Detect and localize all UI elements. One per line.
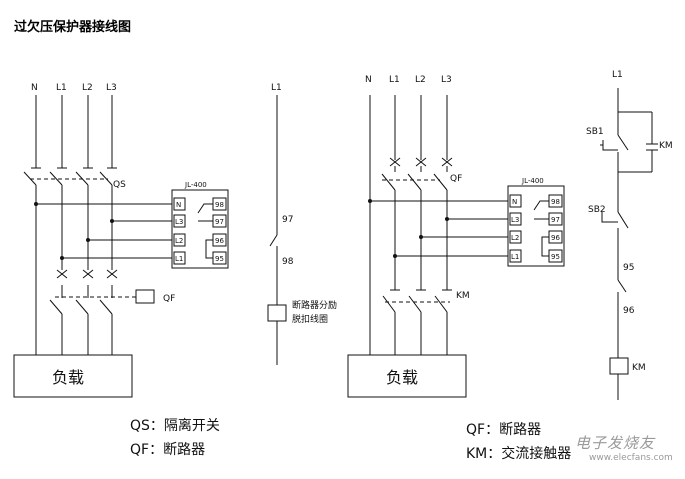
right-load-label: 负载 <box>386 368 418 387</box>
far-line-l1: L1 <box>612 70 623 80</box>
left-relay-out-98: 98 <box>215 201 224 209</box>
right-line-l1: L1 <box>389 75 400 85</box>
left-qf-coil-label: QF <box>163 294 175 304</box>
right-legend-qf: QF：断路器 <box>466 422 541 438</box>
right-line-n: N <box>365 75 372 85</box>
right-km-label: KM <box>456 291 470 301</box>
left-qs-label: QS <box>113 180 126 190</box>
far-km-contact-label: KM <box>659 141 673 151</box>
right-line-l3: L3 <box>441 75 452 85</box>
left-line-l3: L3 <box>106 83 117 93</box>
right-legend-km: KM：交流接触器 <box>466 445 571 462</box>
left-relay-title: JL-400 <box>184 181 207 189</box>
right-relay-title: JL-400 <box>521 177 544 185</box>
left-legend-qf: QF：断路器 <box>130 442 205 458</box>
right-qf-label: QF <box>450 174 462 184</box>
right-relay-in-l2: L2 <box>511 234 519 242</box>
far-contact-95: 95 <box>623 263 634 273</box>
right-relay-out-97: 97 <box>551 216 560 224</box>
far-coil-label: KM <box>632 363 646 373</box>
left-relay-in-l3: L3 <box>175 218 183 226</box>
mid-coil-label-1: 断路器分励 <box>292 299 337 311</box>
far-contact-96: 96 <box>623 306 635 316</box>
mid-contact-97: 97 <box>282 215 293 225</box>
left-relay-in-n: N <box>176 201 181 209</box>
right-relay-out-95: 95 <box>551 253 560 261</box>
right-line-l2: L2 <box>415 75 426 85</box>
left-legend-qs: QS：隔离开关 <box>130 417 220 434</box>
left-relay-out-97: 97 <box>215 218 224 226</box>
far-sb1-label: SB1 <box>586 127 604 137</box>
left-relay-out-95: 95 <box>215 255 224 263</box>
right-relay-in-n: N <box>512 198 517 206</box>
right-relay-out-98: 98 <box>551 198 560 206</box>
left-load-label: 负载 <box>52 368 84 387</box>
left-relay-in-l2: L2 <box>175 237 183 245</box>
far-sb2-label: SB2 <box>588 205 606 215</box>
right-relay-in-l1: L1 <box>511 253 519 261</box>
watermark-url: www.elecfans.com <box>589 453 673 463</box>
mid-contact-98: 98 <box>282 257 294 267</box>
left-line-n: N <box>31 83 38 93</box>
left-relay-in-l1: L1 <box>175 255 183 263</box>
mid-coil-label-2: 脱扣线圈 <box>292 313 328 325</box>
right-relay-in-l3: L3 <box>511 216 519 224</box>
left-line-l2: L2 <box>82 83 93 93</box>
watermark-text: 电子发烧友 <box>575 434 656 452</box>
left-line-l1: L1 <box>56 83 67 93</box>
mid-line-l1: L1 <box>271 83 282 93</box>
watermark: 电子发烧友 www.elecfans.com <box>575 432 673 463</box>
right-relay-out-96: 96 <box>551 234 560 242</box>
left-relay-out-96: 96 <box>215 237 224 245</box>
diagram-title: 过欠压保护器接线图 <box>14 20 132 35</box>
